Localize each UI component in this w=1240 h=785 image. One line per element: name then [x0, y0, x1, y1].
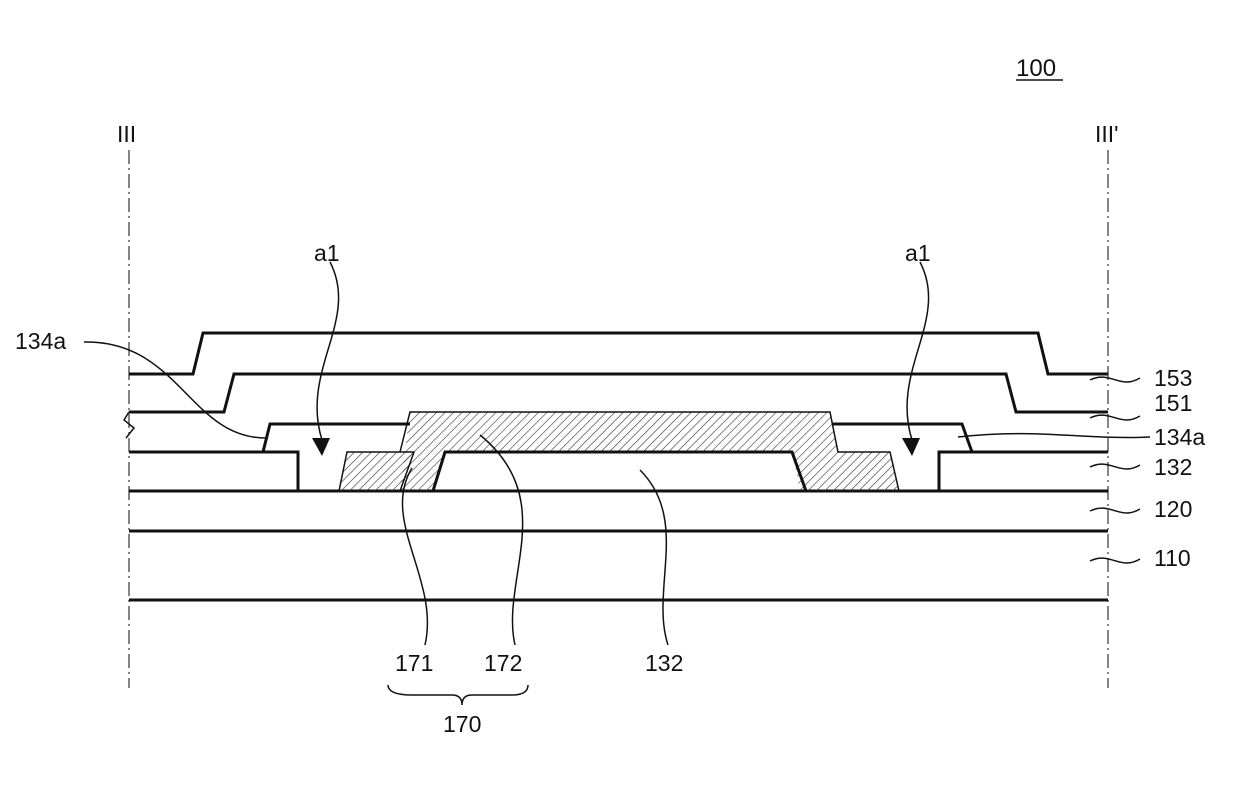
label-170: 170: [443, 711, 481, 737]
layer-151-left: [263, 424, 410, 452]
leader-153: [1090, 377, 1140, 382]
leader-132-bottom: [640, 470, 668, 645]
electrode-170-outline-2: [433, 452, 806, 491]
label-a1-left: a1: [314, 240, 340, 266]
leader-110: [1090, 558, 1140, 563]
arrow-a1-left-head: [312, 438, 330, 456]
label-171: 171: [395, 650, 433, 676]
label-151: 151: [1154, 390, 1192, 416]
layer-151-top-edge: [129, 374, 1108, 412]
leader-134a-left: [84, 342, 268, 438]
label-134a-left: 134a: [15, 328, 66, 354]
leader-134a-right: [958, 434, 1150, 438]
layer-153-top-edge: [129, 333, 1108, 374]
leader-120: [1090, 508, 1140, 513]
brace-170: [388, 685, 528, 705]
leader-172: [480, 435, 523, 645]
label-132-bottom: 132: [645, 650, 683, 676]
electrode-171-right: [798, 452, 899, 491]
leader-171: [402, 468, 427, 645]
figure-reference-numeral: 100: [1016, 55, 1056, 82]
label-120: 120: [1154, 496, 1192, 522]
section-marker-left: III: [117, 121, 136, 147]
label-153: 153: [1154, 365, 1192, 391]
layer-132-right-block: [939, 452, 1108, 491]
label-132-right: 132: [1154, 454, 1192, 480]
arrow-a1-left: [317, 262, 339, 440]
label-134a-right: 134a: [1154, 424, 1205, 450]
label-172: 172: [484, 650, 522, 676]
leader-151: [1090, 415, 1140, 420]
leader-132-right: [1090, 464, 1140, 469]
arrow-a1-right-head: [902, 438, 920, 456]
label-a1-right: a1: [905, 240, 931, 266]
layer-132-center-outline: [433, 452, 806, 491]
section-marker-right: III': [1095, 121, 1119, 147]
layer-132-left-block: [129, 452, 298, 491]
label-110: 110: [1154, 545, 1191, 571]
arrow-a1-right: [907, 262, 929, 440]
